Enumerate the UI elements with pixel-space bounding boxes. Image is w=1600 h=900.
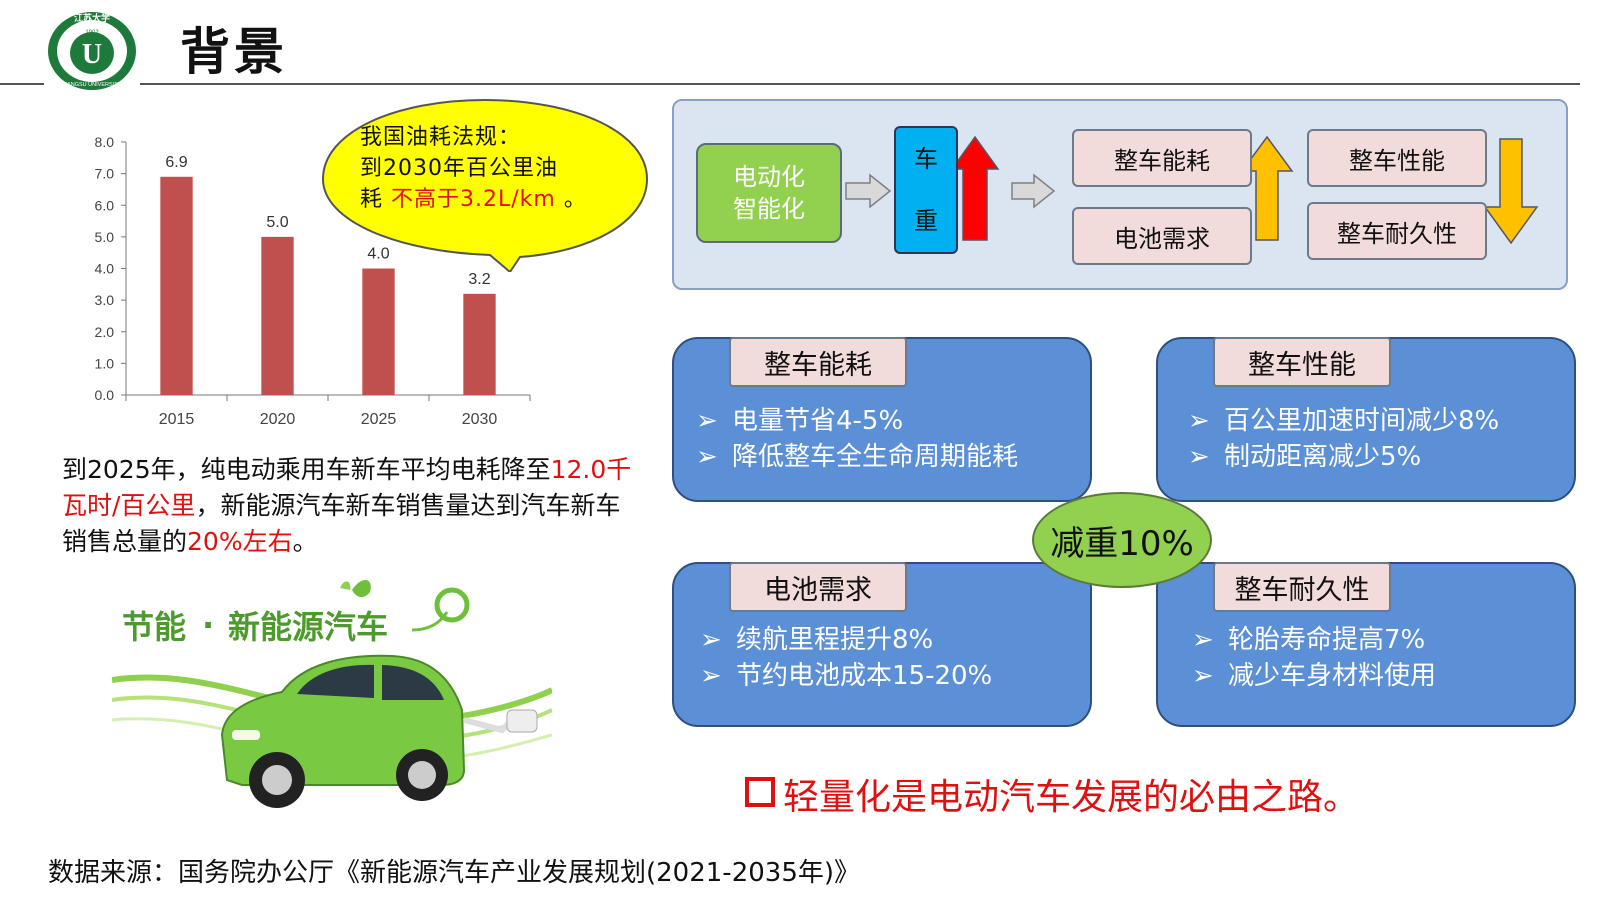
callout-line3: 耗 不高于3.2L/km 。 — [360, 187, 587, 212]
y-tick-label: 6.0 — [95, 197, 115, 213]
y-tick-label: 0.0 — [95, 387, 115, 403]
bullet-arrow-icon: ➢ — [700, 625, 722, 655]
list-item: ➢续航里程提升8% — [700, 622, 933, 659]
x-tick-label-2020: 2020 — [260, 411, 296, 428]
durability-node: 整车耐久性 — [1307, 202, 1487, 260]
card-title: 整车能耗 — [729, 337, 907, 387]
y-tick-label: 7.0 — [95, 166, 115, 182]
energy-node: 整车能耗 — [1072, 129, 1252, 187]
car-side-window — [382, 665, 444, 700]
energy-target: 12.0千瓦时/百公里 — [62, 455, 632, 520]
y-tick-label: 2.0 — [95, 324, 115, 340]
callout-line1: 我国油耗法规： — [360, 125, 522, 150]
callout-line2: 到2030年百公里油 — [360, 156, 558, 181]
card-title: 整车耐久性 — [1213, 562, 1391, 612]
performance-node: 整车性能 — [1307, 129, 1487, 187]
x-tick-label-2015: 2015 — [159, 411, 195, 428]
battery-card: 电池需求 ➢续航里程提升8% ➢节约电池成本15-20% — [672, 562, 1092, 727]
page-title: 背景 — [180, 23, 288, 81]
plug-icon — [434, 587, 470, 623]
data-label-2020: 5.0 — [266, 214, 288, 231]
list-item: ➢轮胎寿命提高7% — [1192, 622, 1425, 659]
bar-2025 — [362, 268, 395, 395]
data-label-2025: 4.0 — [367, 246, 389, 263]
bullet-arrow-icon: ➢ — [1192, 661, 1214, 691]
banner-dot: · — [202, 606, 214, 644]
bar-2030 — [463, 293, 496, 395]
logo-letter: U — [82, 39, 102, 70]
logo-subtext: JIANGSU UNIVERSITY — [63, 82, 122, 88]
sales-target: 20%左右 — [187, 527, 293, 556]
logo-year: 1902 — [85, 30, 99, 36]
bullet-arrow-icon: ➢ — [696, 406, 718, 436]
header-divider-left — [0, 83, 44, 85]
banner-text-a: 节能 — [122, 608, 186, 646]
y-tick-label: 1.0 — [95, 355, 115, 371]
chart-x-ticks: 2015 2020 2025 2030 — [125, 395, 531, 428]
callout-bubble — [321, 98, 649, 272]
bullet-arrow-icon: ➢ — [700, 661, 722, 691]
callout-text: 我国油耗法规： 到2030年百公里油 耗 不高于3.2L/km 。 — [360, 122, 630, 215]
increase-arrow — [1240, 135, 1294, 241]
weight-increase-arrow — [950, 135, 1000, 241]
weight-reduction-label: 减重10% — [1032, 492, 1212, 588]
x-tick-label-2025: 2025 — [361, 411, 397, 428]
university-logo: U 1902 江苏大学 JIANGSU UNIVERSITY — [48, 12, 136, 90]
data-label-2030: 3.2 — [468, 271, 490, 288]
list-item: ➢减少车身材料使用 — [1192, 658, 1436, 695]
fuel-consumption-chart: 0.0 1.0 2.0 3.0 4.0 5.0 6.0 7.0 8.0 6.9 5.0 4.0 3.2… — [95, 135, 531, 428]
bullet-arrow-icon: ➢ — [696, 442, 718, 472]
callout-highlight: 不高于3.2L/km — [391, 187, 556, 212]
electrification-node: 电动化智能化 — [696, 143, 842, 243]
header-divider — [140, 83, 1580, 85]
y-tick-label: 4.0 — [95, 261, 115, 277]
chart-y-ticks: 0.0 1.0 2.0 3.0 4.0 5.0 6.0 7.0 8.0 — [95, 135, 126, 403]
flow-arrows — [845, 135, 1539, 245]
flow-arrow-1 — [845, 173, 892, 209]
logo-name: 江苏大学 — [74, 12, 110, 24]
battery-node: 电池需求 — [1072, 207, 1252, 265]
conclusion: 轻量化是电动汽车发展的必由之路。 — [745, 768, 1359, 820]
list-item: ➢百公里加速时间减少8% — [1188, 403, 1499, 440]
decrease-arrow — [1483, 138, 1539, 245]
x-tick-label-2030: 2030 — [462, 411, 498, 428]
car-windshield — [297, 664, 374, 698]
durability-card: 整车耐久性 ➢轮胎寿命提高7% ➢减少车身材料使用 — [1156, 562, 1576, 727]
y-tick-label: 5.0 — [95, 229, 115, 245]
performance-card: 整车性能 ➢百公里加速时间减少8% ➢制动距离减少5% — [1156, 337, 1576, 502]
bar-2020 — [261, 236, 294, 395]
policy-paragraph: 到2025年，纯电动乘用车新车平均电耗降至12.0千瓦时/百公里，新能源汽车新车… — [62, 455, 632, 556]
list-item: ➢电量节省4-5% — [696, 403, 903, 440]
chart-bars — [160, 176, 496, 395]
y-tick-label: 3.0 — [95, 292, 115, 308]
flow-arrow-2 — [1011, 173, 1056, 209]
card-title: 电池需求 — [729, 562, 907, 612]
chart-data-labels: 6.9 5.0 4.0 3.2 — [165, 154, 490, 288]
bullet-arrow-icon: ➢ — [1188, 442, 1210, 472]
vehicle-weight-node: 车重 — [894, 126, 958, 254]
bar-2015 — [160, 176, 193, 395]
ev-car-illustration: 节能 · 新能源汽车 — [112, 580, 552, 808]
list-item: ➢降低整车全生命周期能耗 — [696, 439, 1018, 476]
bullet-arrow-icon: ➢ — [1188, 406, 1210, 436]
checkbox-square-icon — [745, 777, 775, 807]
card-title: 整车性能 — [1213, 337, 1391, 387]
energy-card: 整车能耗 ➢电量节省4-5% ➢降低整车全生命周期能耗 — [672, 337, 1092, 502]
banner-text-b: 新能源汽车 — [228, 608, 388, 646]
bullet-arrow-icon: ➢ — [1192, 625, 1214, 655]
leaf-icon — [352, 580, 371, 598]
list-item: ➢节约电池成本15-20% — [700, 658, 992, 695]
data-source: 数据来源：国务院办公厅《新能源汽车产业发展规划(2021-2035年)》 — [48, 858, 861, 888]
y-tick-label: 8.0 — [95, 135, 115, 150]
list-item: ➢制动距离减少5% — [1188, 439, 1421, 476]
data-label-2015: 6.9 — [165, 154, 187, 171]
